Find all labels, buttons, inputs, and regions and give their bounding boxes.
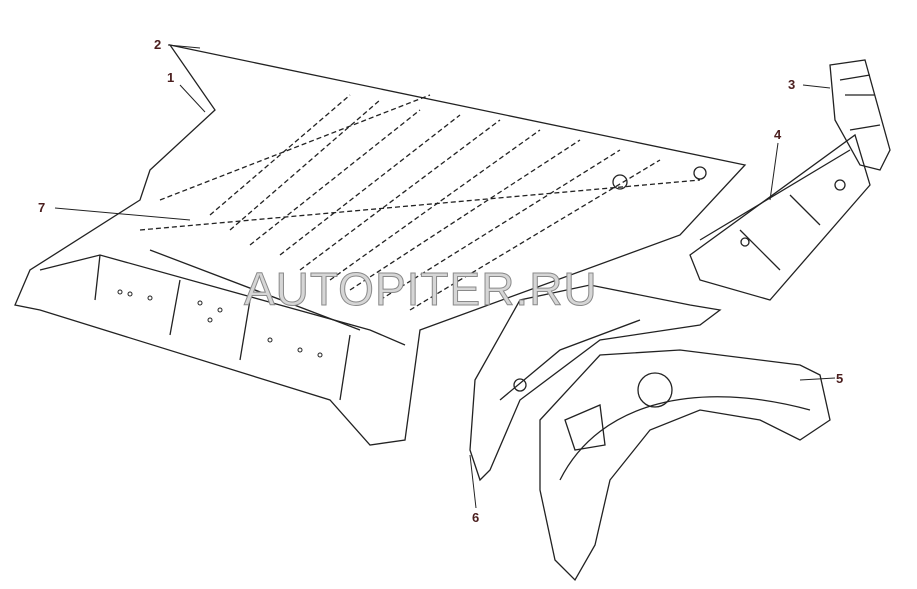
callout-5[interactable]: 5 — [836, 371, 844, 386]
rear-crossmember-drawing — [689, 133, 871, 301]
callout-7[interactable]: 7 — [38, 200, 46, 215]
callout-1[interactable]: 1 — [167, 70, 175, 85]
wheelhouse-inner-drawing — [469, 284, 722, 482]
callout-4[interactable]: 4 — [774, 127, 782, 142]
callout-3[interactable]: 3 — [788, 77, 796, 92]
wheelhouse-outer-drawing — [539, 349, 831, 582]
callout-2[interactable]: 2 — [154, 37, 162, 52]
floor-panel-drawing — [14, 44, 747, 446]
callout-6[interactable]: 6 — [472, 510, 480, 525]
leader-lines — [54, 44, 836, 509]
rear-corner-panel-drawing — [829, 59, 891, 171]
watermark: AUTOPITER.RU — [244, 263, 598, 316]
